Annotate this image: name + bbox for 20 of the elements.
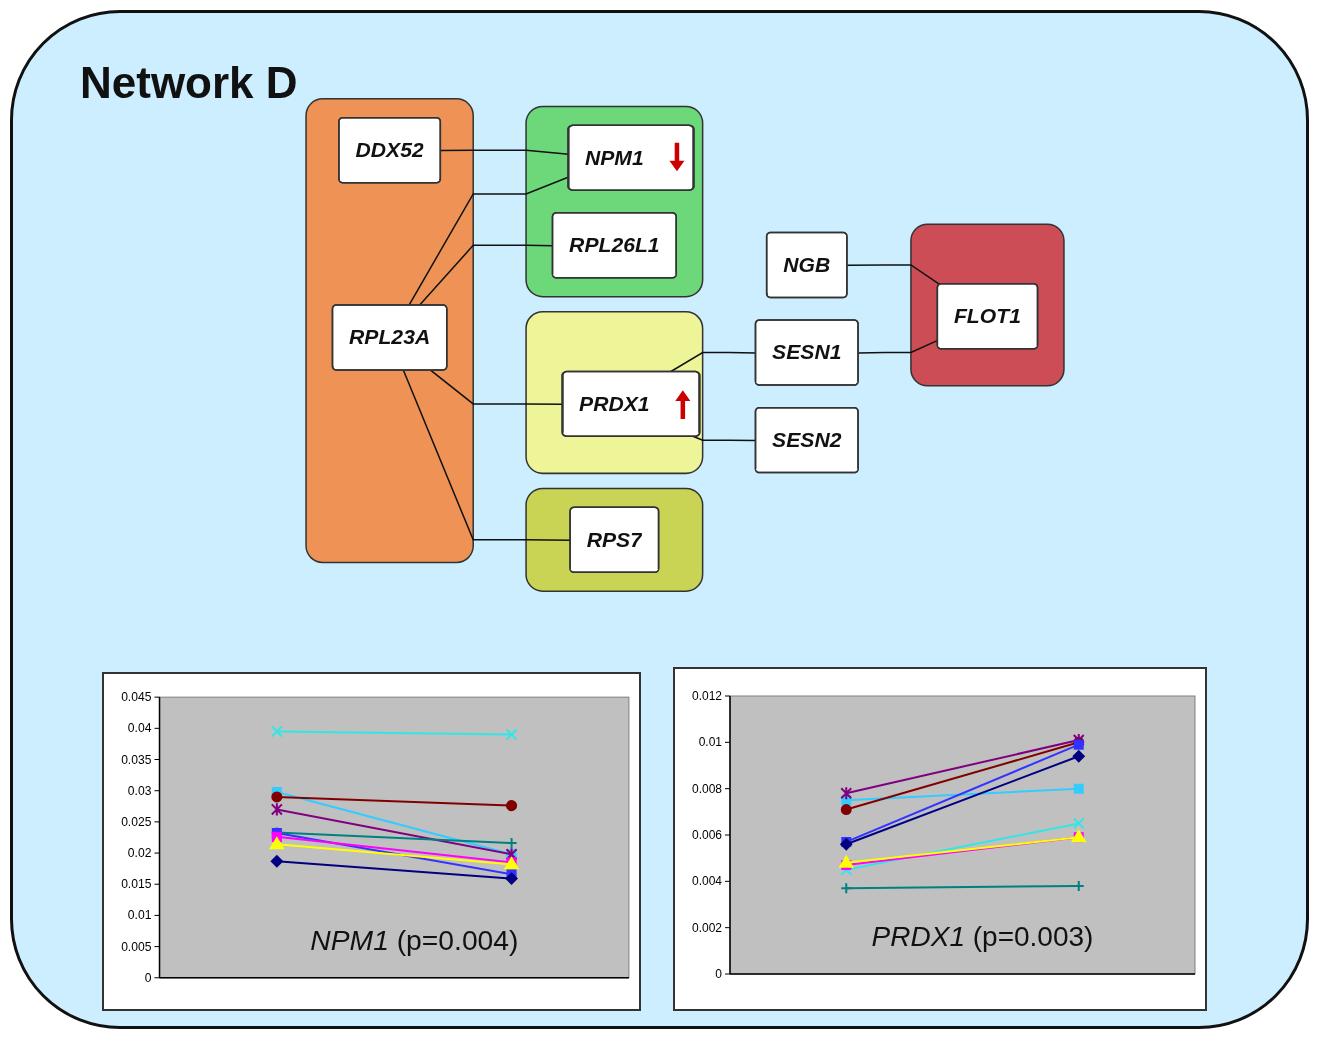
- tick-label: 0.035: [121, 752, 152, 767]
- tick-label: 0.002: [691, 920, 722, 935]
- diagram-title: Network D: [80, 58, 298, 108]
- tick-label: 0.015: [121, 877, 152, 892]
- tick-label: 0.008: [691, 781, 722, 796]
- tick-label: 0.004: [691, 874, 722, 889]
- tick-label: 0: [144, 970, 152, 985]
- tick-label: 0.012: [691, 689, 722, 703]
- tick-label: 0.005: [121, 939, 152, 954]
- tick-label: 0.006: [691, 828, 722, 842]
- tick-label: 0.03: [127, 783, 152, 798]
- tick-label: 0.04: [127, 721, 152, 736]
- tick-label: 0.025: [121, 814, 152, 829]
- tick-label: 0.045: [121, 690, 152, 705]
- chart-title: PRDX1 (p=0.003): [871, 921, 1094, 952]
- chart-title: NPM1 (p=0.004): [310, 923, 519, 956]
- tick-label: 0: [715, 967, 722, 981]
- tick-label: 0.01: [698, 735, 722, 750]
- tick-label: 0.01: [127, 908, 152, 923]
- tick-label: 0.02: [127, 846, 152, 861]
